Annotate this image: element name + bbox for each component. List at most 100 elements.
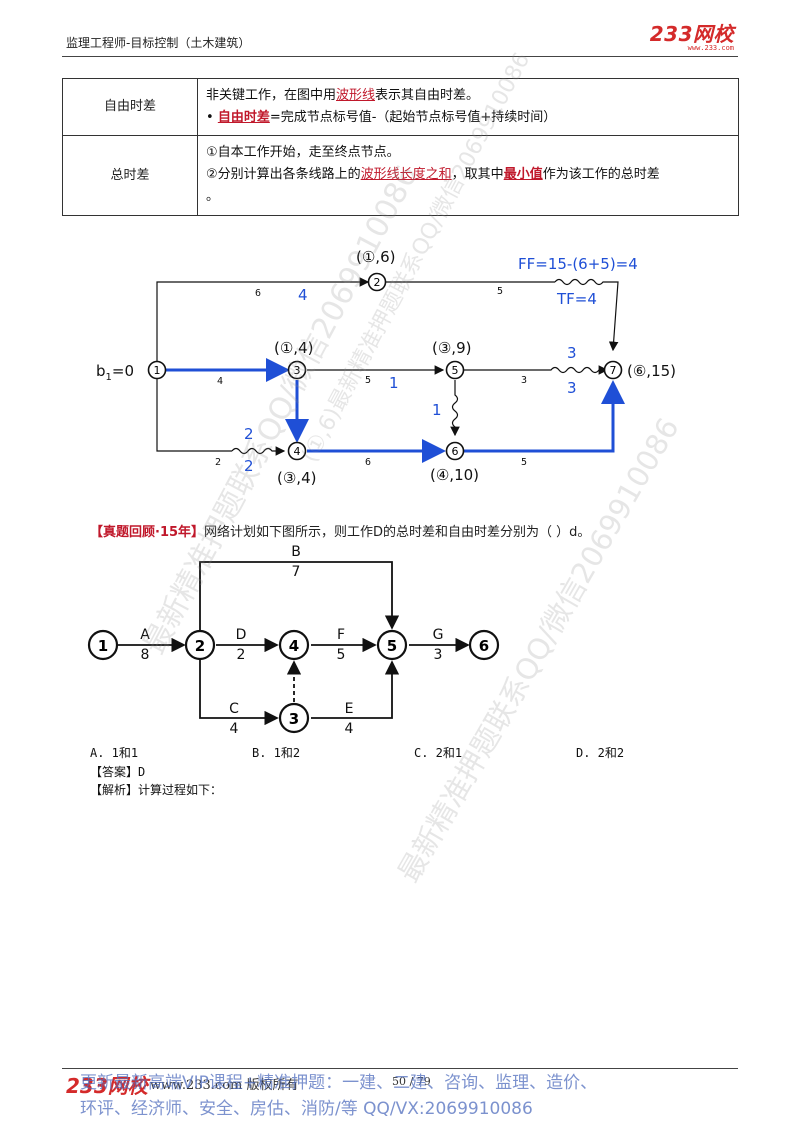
brand-logo: 233网校 www.233.com bbox=[650, 18, 734, 52]
node-5 bbox=[376, 629, 408, 661]
duration-1-2: 6 bbox=[255, 288, 261, 299]
promo-line-2: 环评、经济师、安全、房估、消防/等 QQ/VX:2069910086 bbox=[80, 1099, 533, 1119]
node-5 bbox=[445, 360, 465, 380]
node-1-label: 1 bbox=[154, 364, 161, 377]
node-3 bbox=[278, 702, 310, 734]
desc-line: 非关键工作，在图中用波形线表示其自由时差。 bbox=[206, 88, 480, 103]
question-network-diagram: 1 2 3 4 5 6 A 8 B 7 D 2 F 5 G 3 C 4 E 4 bbox=[87, 544, 500, 737]
activity-F-name: F bbox=[337, 627, 345, 643]
critical-6-7 bbox=[463, 380, 625, 453]
desc-line: 。 bbox=[206, 189, 220, 204]
activity-D-duration: 2 bbox=[237, 647, 246, 663]
question-text: 【真题回顾·15年】网络计划如下图所示，则工作D的总时差和自由时差分别为（ ）d… bbox=[90, 521, 590, 540]
arrow-C bbox=[199, 660, 279, 726]
desc-line: ②分别计算出各条线路上的波形线长度之和，取其中最小值作为该工作的总时差 bbox=[206, 167, 660, 182]
analysis-line: 【解析】计算过程如下： bbox=[90, 783, 223, 797]
arrow-E bbox=[311, 660, 400, 719]
node-5-label: 5 bbox=[387, 637, 397, 655]
free-float-annotation: FF=15-(6+5)=4 bbox=[518, 255, 638, 273]
table-row: 总时差 ①自本工作开始，走至终点节点。 ②分别计算出各条线路上的波形线长度之和，… bbox=[62, 135, 739, 216]
node-2-time: (①,6) bbox=[356, 248, 395, 266]
desc-line: ①自本工作开始，走至终点节点。 bbox=[206, 145, 400, 160]
table-row: 自由时差 非关键工作，在图中用波形线表示其自由时差。 • 自由时差=完成节点标号… bbox=[62, 78, 739, 136]
annotation-1-4-bottom: 2 bbox=[244, 457, 254, 475]
node-7-label: 7 bbox=[610, 364, 617, 377]
annotation-5-7-top: 3 bbox=[567, 344, 577, 362]
free-float-description: 非关键工作，在图中用波形线表示其自由时差。 • 自由时差=完成节点标号值-（起始… bbox=[197, 78, 739, 136]
definition-table: 自由时差 非关键工作，在图中用波形线表示其自由时差。 • 自由时差=完成节点标号… bbox=[62, 78, 739, 216]
term-total-float: 总时差 bbox=[62, 135, 198, 216]
activity-F-duration: 5 bbox=[337, 647, 346, 663]
term-free-float: 自由时差 bbox=[62, 78, 198, 136]
activity-C-duration: 4 bbox=[230, 721, 239, 737]
highlight-text: 波形线长度之和 bbox=[360, 167, 452, 182]
duration-3-5: 5 bbox=[365, 375, 371, 386]
node-4-time: (③,4) bbox=[277, 469, 316, 487]
annotation-1-4-top: 2 bbox=[244, 425, 254, 443]
footer-logo: 233网校 bbox=[66, 1074, 148, 1098]
arrow-2-7-wave bbox=[554, 278, 619, 352]
annotation-5-6: 1 bbox=[432, 401, 442, 419]
node-6-label: 6 bbox=[479, 637, 489, 655]
node-4 bbox=[287, 441, 307, 461]
option-c: C. 2和1 bbox=[414, 746, 463, 760]
page-header-title: 监理工程师-目标控制（土木建筑） bbox=[66, 36, 251, 50]
arrow-5-7 bbox=[463, 365, 609, 375]
question-body: 网络计划如下图所示，则工作D的总时差和自由时差分别为（ ）d。 bbox=[204, 525, 591, 540]
node-4-label: 4 bbox=[289, 637, 299, 655]
node-2-label: 2 bbox=[195, 637, 205, 655]
duration-5-7: 3 bbox=[521, 375, 527, 386]
node-6-time: (④,10) bbox=[430, 466, 479, 484]
activity-E-name: E bbox=[345, 701, 354, 717]
header-divider bbox=[62, 56, 738, 57]
annotation-1-2: 4 bbox=[298, 286, 308, 304]
arrow-1-4 bbox=[156, 378, 232, 452]
page-number: 50 / 79 bbox=[392, 1075, 431, 1088]
arrow-1-2 bbox=[156, 277, 370, 363]
duration-6-7: 5 bbox=[521, 457, 527, 468]
activity-A-duration: 8 bbox=[141, 647, 150, 663]
node-2 bbox=[184, 629, 216, 661]
activity-E-duration: 4 bbox=[345, 721, 354, 737]
duration-1-3: 4 bbox=[217, 376, 223, 387]
node-4 bbox=[278, 629, 310, 661]
activity-C-name: C bbox=[229, 701, 239, 717]
highlight-text: 最小值 bbox=[503, 167, 543, 182]
logo-text: 233网校 bbox=[649, 22, 734, 46]
promo-line-1: 更新最新高端VIP课程+精准押题：一建、二建、咨询、监理、造价、 bbox=[80, 1073, 598, 1093]
node-6 bbox=[445, 441, 465, 461]
highlight-text: 波形线 bbox=[336, 88, 376, 103]
activity-B-name: B bbox=[291, 544, 301, 560]
node-1 bbox=[147, 360, 167, 380]
node-5-time: (③,9) bbox=[432, 339, 471, 357]
time-network-diagram: 1 2 3 4 5 6 7 (①,6) (①,4) (③,9) (③,4) (④… bbox=[96, 248, 676, 487]
arrow-B bbox=[199, 561, 400, 630]
node-6-label: 6 bbox=[452, 445, 459, 458]
duration-2-7: 5 bbox=[497, 286, 503, 297]
total-float-description: ①自本工作开始，走至终点节点。 ②分别计算出各条线路上的波形线长度之和，取其中最… bbox=[197, 135, 739, 216]
annotation-3-5: 1 bbox=[389, 374, 399, 392]
start-time-label: b1=0 bbox=[96, 362, 134, 383]
option-b: B. 1和2 bbox=[252, 746, 301, 760]
node-3-label: 3 bbox=[294, 364, 301, 377]
footer-divider bbox=[62, 1068, 738, 1069]
node-1 bbox=[87, 629, 119, 661]
bullet: • bbox=[206, 110, 214, 125]
arrow-1-4-wave bbox=[231, 446, 286, 456]
arrow-5-6-wave bbox=[450, 380, 460, 437]
activity-A-name: A bbox=[140, 627, 150, 643]
annotation-5-7-bottom: 3 bbox=[567, 379, 577, 397]
node-7 bbox=[603, 360, 623, 380]
node-7-time: (⑥,15) bbox=[627, 362, 676, 380]
total-float-annotation: TF=4 bbox=[556, 290, 597, 308]
node-3-time: (①,4) bbox=[274, 339, 313, 357]
activity-G-name: G bbox=[433, 627, 444, 643]
node-2-label: 2 bbox=[374, 276, 381, 289]
duration-4-6: 6 bbox=[365, 457, 371, 468]
node-5-label: 5 bbox=[452, 364, 459, 377]
duration-1-4: 2 bbox=[215, 457, 221, 468]
question-tag: 【真题回顾·15年】 bbox=[90, 525, 205, 540]
highlight-text: 自由时差 bbox=[217, 110, 270, 125]
footer-copyright: www.233.com 版权所有 bbox=[150, 1078, 299, 1093]
